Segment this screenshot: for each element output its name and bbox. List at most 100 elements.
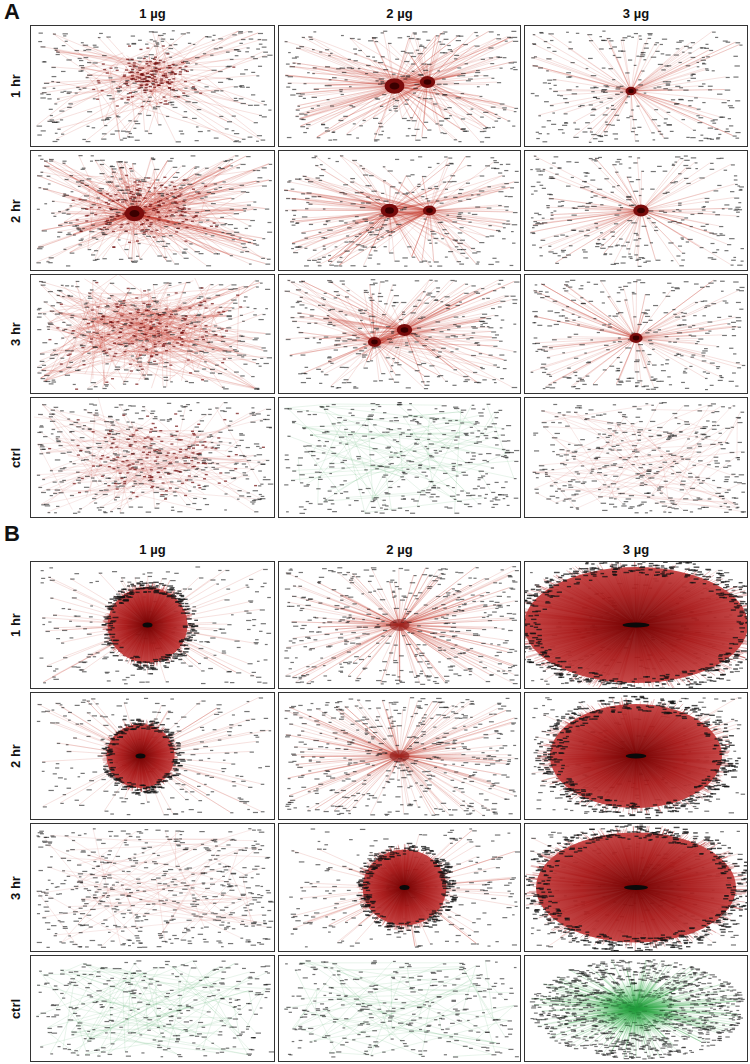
graph-node [671, 99, 675, 100]
graph-edge [102, 214, 134, 259]
graph-node [544, 101, 549, 102]
graph-edge [608, 68, 631, 91]
graph-node [531, 57, 535, 58]
graph-node [350, 38, 355, 39]
graph-node [639, 35, 642, 36]
graph-node [643, 59, 646, 60]
graph-node [105, 119, 110, 120]
graph-node [235, 55, 239, 56]
graph-node [131, 79, 134, 80]
graph-edge [631, 50, 709, 91]
graph-node [679, 40, 684, 41]
graph-node [552, 112, 555, 113]
graph-node [418, 53, 423, 54]
graph-edge [409, 38, 428, 82]
graph-node [591, 75, 596, 76]
graph-node [67, 107, 72, 108]
graph-node [487, 127, 491, 128]
graph-node [690, 137, 695, 138]
graph-node [414, 129, 419, 130]
graph-node [86, 141, 91, 142]
graph-node [599, 36, 602, 37]
graph-node [63, 35, 66, 36]
graph-node [411, 56, 416, 57]
graph-edge [158, 35, 182, 55]
graph-node [180, 133, 184, 134]
graph-node [569, 41, 572, 42]
graph-node [533, 65, 538, 66]
graph-node [296, 93, 301, 94]
graph-node [573, 122, 576, 123]
graph-node [303, 98, 306, 99]
graph-node [42, 61, 47, 62]
graph-node [606, 124, 611, 125]
graph-node [676, 42, 681, 43]
graph-node [358, 50, 362, 51]
graph-edge [428, 82, 441, 132]
graph-node [635, 134, 638, 135]
graph-node [299, 46, 304, 47]
graph-node [565, 102, 569, 103]
graph-node [601, 91, 605, 92]
graph-node [688, 105, 691, 106]
graph-edge [160, 49, 234, 64]
graph-node [538, 115, 541, 116]
graph-edge [317, 82, 428, 137]
graph-node [687, 80, 690, 81]
graph-edge [333, 82, 428, 131]
graph-edge [592, 91, 631, 108]
graph-node [193, 44, 196, 45]
graph-node [664, 65, 668, 66]
graph-node [143, 90, 146, 91]
graph-node [437, 70, 440, 71]
graph-node [723, 40, 728, 41]
graph-node [56, 82, 60, 83]
graph-node [442, 78, 446, 79]
graph-node [248, 105, 253, 106]
graph-node [247, 47, 250, 48]
graph-node [726, 77, 730, 78]
graph-node [143, 101, 146, 102]
graph-node [136, 72, 139, 73]
graph-node [133, 66, 136, 67]
graph-edge [338, 82, 427, 120]
graph-node [547, 80, 552, 81]
graph-edge [38, 187, 134, 213]
graph-node [458, 141, 461, 142]
graph-node [616, 88, 621, 89]
graph-node [261, 101, 264, 102]
graph-node [136, 76, 139, 77]
graph-node [41, 46, 46, 47]
graph-edge [417, 38, 427, 82]
graph-node [661, 53, 665, 54]
graph-node [735, 100, 740, 101]
graph-node [480, 117, 484, 118]
graph-edge [590, 91, 631, 131]
graph-node [639, 39, 642, 40]
graph-node [735, 138, 739, 139]
graph-edge [631, 91, 697, 122]
graph-node [149, 54, 154, 55]
hub-cluster [420, 76, 435, 88]
graph-node [614, 138, 618, 139]
graph-node [388, 43, 391, 44]
graph-node [99, 33, 103, 34]
graph-node [93, 62, 98, 63]
graph-node [262, 56, 267, 57]
graph-node [87, 75, 92, 76]
graph-edge [135, 86, 192, 102]
graph-node [634, 33, 638, 34]
graph-node [733, 135, 737, 136]
graph-node [98, 37, 101, 38]
graph-node [126, 59, 129, 60]
graph-node [543, 82, 547, 83]
network-graph [278, 25, 521, 147]
graph-node [147, 81, 150, 82]
graph-node [179, 131, 183, 132]
graph-node [666, 124, 671, 125]
graph-node [688, 100, 693, 101]
graph-node [550, 105, 554, 106]
graph-node [596, 98, 600, 99]
graph-edge [533, 65, 631, 91]
graph-node [380, 81, 383, 82]
